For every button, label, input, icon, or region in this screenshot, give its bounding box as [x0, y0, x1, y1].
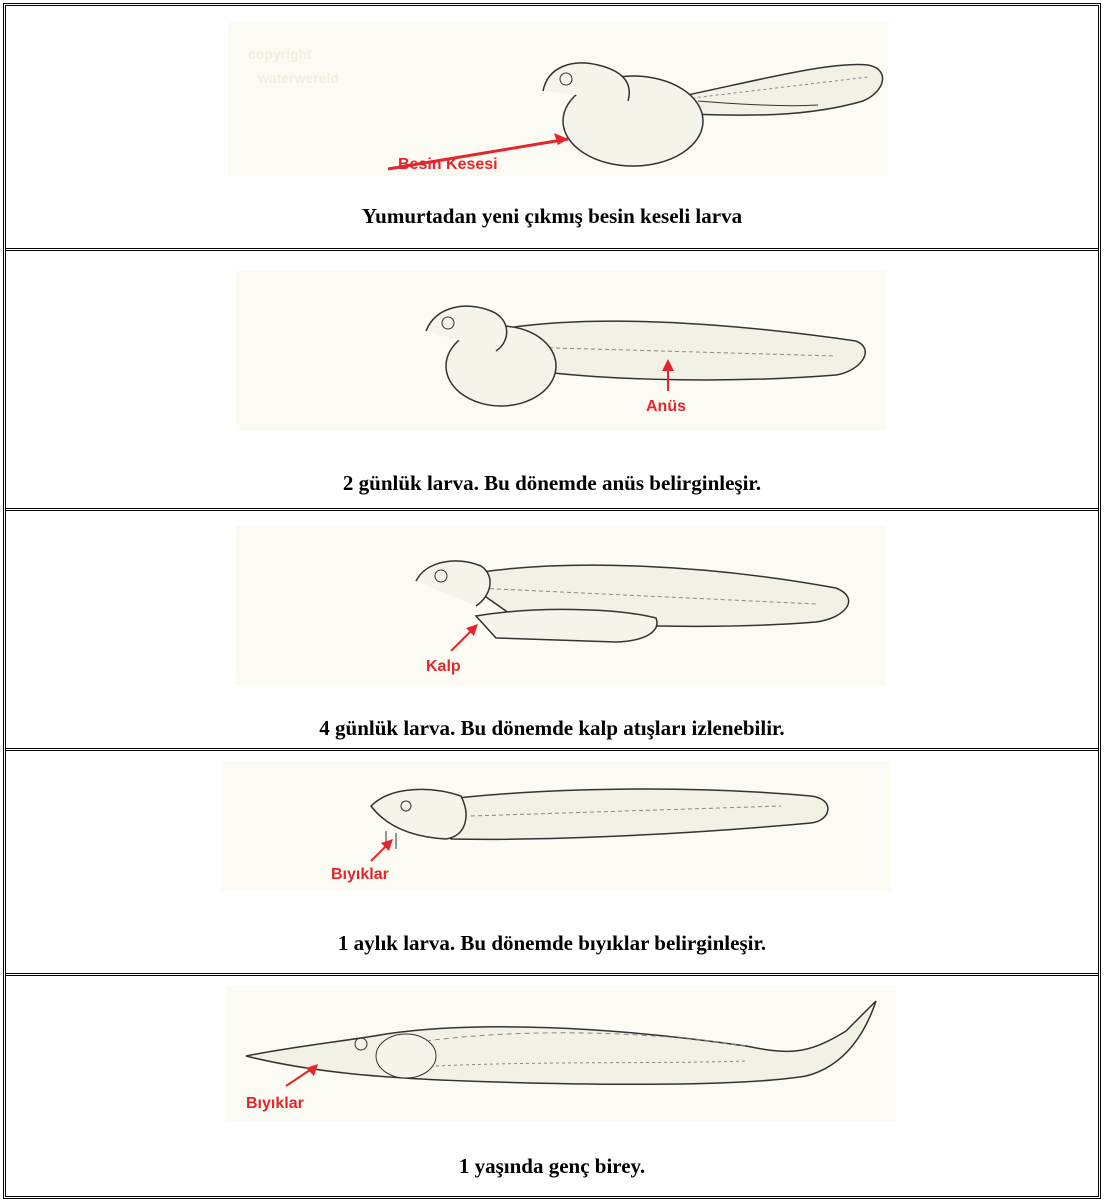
stage-row-2: Anüs 2 günlük larva. Bu dönemde anüs bel…	[6, 251, 1098, 511]
kalp-label: Kalp	[426, 658, 461, 675]
biyiklar-label-1: Bıyıklar	[331, 866, 389, 883]
yolk-sac-larva-illustration: copyright waterwereld Besin Kesesi	[228, 21, 888, 176]
watermark-line-2: waterwereld	[257, 70, 339, 86]
anus-label: Anüs	[646, 398, 686, 415]
larval-stages-table: copyright waterwereld Besin Kesesi Yumur…	[3, 3, 1101, 1199]
stage-row-5: Bıyıklar 1 yaşında genç birey.	[6, 976, 1098, 1196]
watermark-line-1: copyright	[248, 46, 312, 62]
besin-kesesi-label: Besin Kesesi	[398, 156, 498, 173]
one-month-larva-illustration: Bıyıklar	[221, 761, 891, 891]
biyiklar-label-2: Bıyıklar	[246, 1095, 304, 1112]
stage-4-caption: 1 aylık larva. Bu dönemde bıyıklar belir…	[6, 931, 1098, 956]
stage-2-caption: 2 günlük larva. Bu dönemde anüs belirgin…	[6, 471, 1098, 496]
stage-row-3: Kalp 4 günlük larva. Bu dönemde kalp atı…	[6, 511, 1098, 751]
four-day-larva-illustration: Kalp	[236, 526, 886, 686]
juvenile-sturgeon-illustration: Bıyıklar	[226, 986, 896, 1121]
stage-3-caption: 4 günlük larva. Bu dönemde kalp atışları…	[6, 716, 1098, 741]
stage-5-caption: 1 yaşında genç birey.	[6, 1154, 1098, 1179]
stage-row-1: copyright waterwereld Besin Kesesi Yumur…	[6, 6, 1098, 251]
stage-row-4: Bıyıklar 1 aylık larva. Bu dönemde bıyık…	[6, 751, 1098, 976]
two-day-larva-illustration: Anüs	[236, 271, 886, 431]
stage-1-caption: Yumurtadan yeni çıkmış besin keseli larv…	[6, 204, 1098, 229]
